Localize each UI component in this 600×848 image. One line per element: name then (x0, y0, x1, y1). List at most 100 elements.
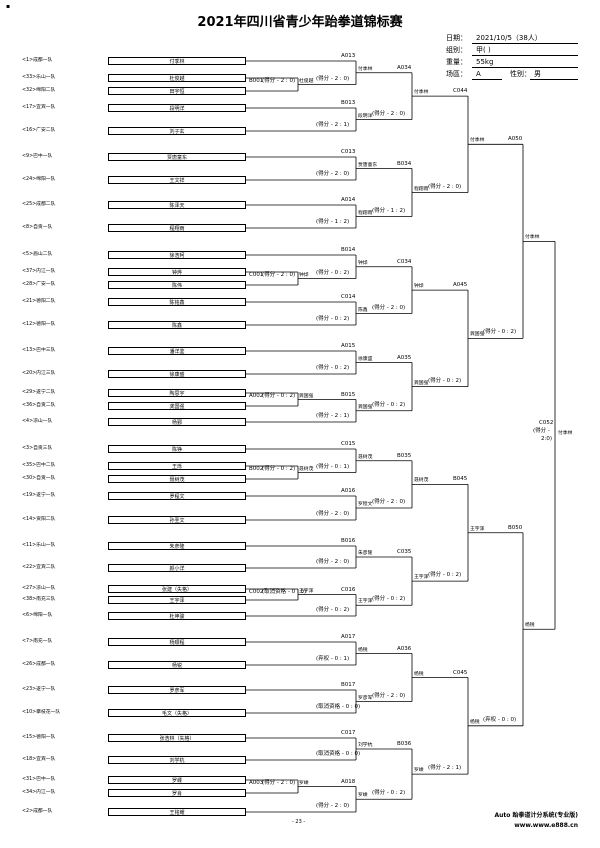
team-box: 王烁 (108, 462, 246, 470)
match-score: (得分 - 2 : 0) (428, 183, 462, 190)
weight-label: 重量： (446, 58, 467, 66)
match-winner: 钟烨 (299, 272, 309, 278)
team-box: 颜小洋 (108, 564, 246, 572)
match-score: (得分 - 2 : 0) (372, 110, 406, 117)
match-code: A018 (341, 778, 356, 785)
team-box: 龚国强 (108, 402, 246, 410)
team-seed: <37>内江一队 (22, 268, 56, 274)
match-score: (得分 - 0 : 2) (316, 269, 350, 276)
match-winner: 罗嵊 (358, 793, 368, 799)
match-winner: 杜俊越 (299, 78, 314, 84)
match-score: (得分 - 1 : 2) (372, 207, 406, 214)
match-winner: 聂树茂 (358, 454, 373, 460)
team-seed: <6>绵阳一队 (22, 612, 53, 618)
match-score: (得分 - 2 : 1) (316, 413, 350, 419)
team-seed: <29>遂宁二队 (22, 389, 56, 395)
match-winner: 龚国强 (358, 404, 373, 410)
match-winner: 罗嵊 (414, 768, 424, 774)
team-box: 罗彦军 (108, 686, 246, 694)
team-box: 杨鄞 (108, 418, 246, 426)
team-seed: <5>眉山二队 (22, 251, 53, 257)
match-score: (得分 - 0 : 2) (262, 465, 296, 472)
match-code: A015 (341, 343, 356, 349)
team-box: 王铭耀 (108, 808, 246, 816)
team-box: 杨顺程 (108, 638, 246, 646)
match-winner: 朱彦隆 (358, 551, 373, 556)
gender-label: 性别： (510, 70, 531, 78)
match-code: B002 (249, 465, 264, 472)
match-score: (得分 - 0 : 2) (428, 572, 462, 579)
team-seed: <31>巴中一队 (22, 776, 56, 782)
match-winner: 陈鑫 (358, 307, 368, 313)
date-label: 日期： (446, 34, 467, 42)
team-box: 潘洋鉴 (108, 347, 246, 355)
match-winner: 贾唐童东 (358, 162, 378, 168)
team-seed: <7>南充一队 (22, 638, 53, 644)
team-seed: <36>自贡二队 (22, 402, 56, 408)
match-score: (得分 - 2 : 0) (262, 77, 296, 84)
match-winner: 段明洋 (358, 113, 373, 119)
team-seed: <28>广安一队 (22, 281, 56, 287)
team-seed: <25>成都二队 (22, 201, 56, 207)
match-score: (取消资格 - 0 : 0) (262, 588, 307, 595)
match-score: (得分 - 0 : 2) (316, 607, 350, 613)
match-score: (得分 - 2 : 0) (316, 171, 350, 177)
match-winner: 付季林 (525, 235, 540, 241)
match-score: (得分 - 2 : 0) (372, 692, 406, 699)
team-box: 张浩林（失格） (108, 734, 246, 742)
match-winner: 钟烨 (358, 260, 368, 266)
team-box: 王文祥 (108, 176, 246, 184)
team-box: 陈伟 (108, 281, 246, 289)
team-seed: <12>德阳一队 (22, 321, 56, 327)
team-seed: <20>内江三队 (22, 370, 56, 376)
team-seed: <19>遂宁一队 (22, 492, 56, 498)
match-winner: 程翔雨 (414, 186, 429, 192)
match-score: (得分 - 2 : 0) (316, 559, 350, 565)
team-seed: <8>自贡一队 (22, 224, 53, 230)
team-seed: <32>绵阳二队 (22, 87, 56, 93)
weight-value: 55kg (476, 58, 494, 66)
match-winner: 杨锐 (525, 623, 535, 629)
match-score: (得分 - 2 : 0) (372, 304, 406, 311)
match-winner: 程翔雨 (358, 210, 373, 216)
match-code: B015 (341, 391, 356, 398)
team-seed: <10>攀枝花一队 (22, 709, 61, 715)
team-seed: <23>遂宁一队 (22, 686, 56, 692)
team-box: 付季林 (108, 57, 246, 65)
match-score: (得分 - 0 : 2) (428, 377, 462, 384)
team-seed: <3>自贡三队 (22, 445, 53, 451)
team-box: 聂树茂 (108, 475, 246, 483)
match-winner: 罗彦军 (358, 695, 373, 701)
team-seed: <11>乐山一队 (22, 542, 56, 548)
page-number: - 23 - (292, 819, 306, 825)
page-title: 2021年四川省青少年跆拳道锦标赛 (197, 15, 403, 30)
team-box: 朱彦隆 (108, 542, 246, 550)
match-score: (得分 - 2 : 0) (316, 511, 350, 517)
footer-brand: Auto 跆拳道计分系统(专业版) (494, 812, 578, 819)
match-winner: 付季林 (470, 138, 485, 144)
team-seed: <22>宜宾二队 (22, 564, 56, 570)
match-winner: 徐康盛 (358, 356, 373, 362)
match-code: A003 (249, 779, 264, 786)
team-box: 徐浩柯 (108, 251, 246, 259)
team-box: 徐康盛 (108, 370, 246, 378)
match-code: C034 (397, 258, 412, 265)
match-code: B045 (453, 476, 468, 483)
match-score: 2:0) (541, 436, 552, 443)
match-winner: 龚国强 (470, 332, 485, 338)
corner-mark: ▪ (6, 3, 11, 10)
match-score: (弃权 - 0 : 1) (316, 656, 350, 662)
match-winner: 杨锐 (470, 719, 480, 725)
footer-url: www.www.e888.cn (514, 822, 578, 829)
match-code: C015 (341, 441, 356, 447)
team-box: 陈铮 (108, 445, 246, 453)
team-seed: <35>巴中二队 (22, 462, 56, 468)
match-score: (得分 - 2 : 0) (262, 271, 296, 278)
match-code: A034 (397, 64, 412, 71)
match-code: B050 (508, 524, 523, 531)
match-winner: 杨锐 (414, 671, 424, 677)
match-code: A017 (341, 634, 356, 640)
team-seed: <24>绵阳一队 (22, 176, 56, 182)
match-score: (得分 - (533, 428, 550, 435)
